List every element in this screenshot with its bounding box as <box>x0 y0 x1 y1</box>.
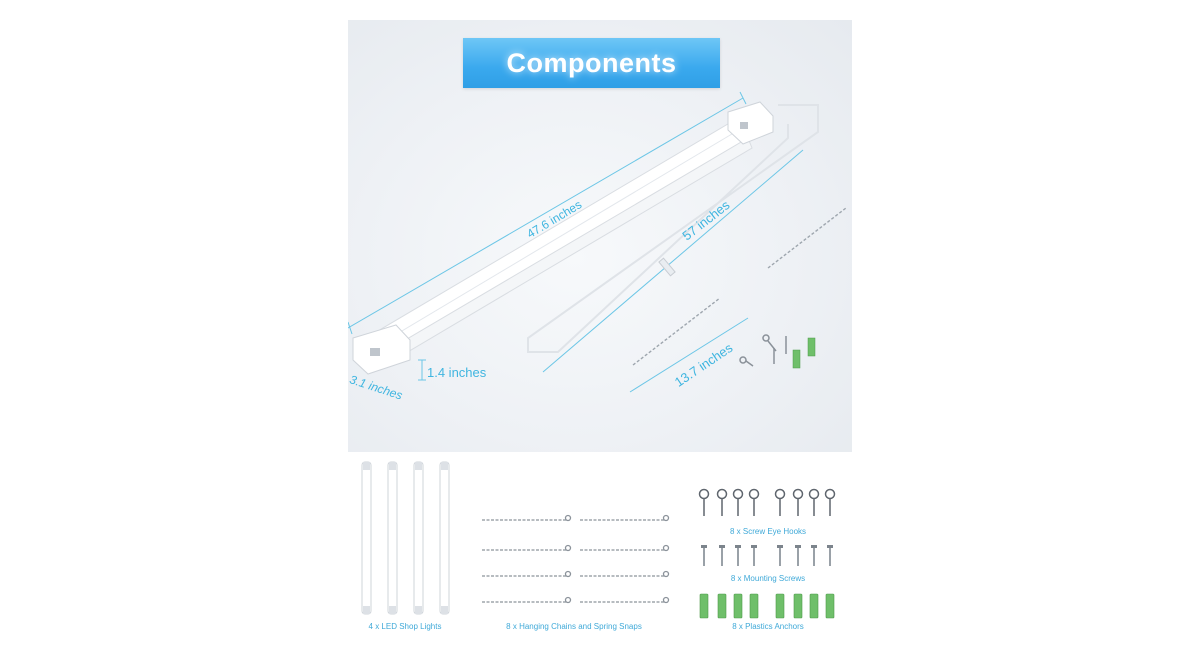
light-fixture-illustration <box>348 91 847 393</box>
caption-chains: 8 x Hanging Chains and Spring Snaps <box>506 622 642 631</box>
chain-dimension-line <box>629 317 749 393</box>
caption-plastic-anchors: 8 x Plastics Anchors <box>732 622 804 631</box>
caption-led-lights: 4 x LED Shop Lights <box>368 622 442 631</box>
components-list: 4 x LED Shop Lights 8 x Hanging Chains a… <box>348 452 852 652</box>
plastic-anchors-group <box>699 593 835 619</box>
chains-group <box>482 514 670 604</box>
components-banner: Components <box>463 38 720 88</box>
components-illustration <box>361 461 836 619</box>
led-lights-group <box>361 461 450 615</box>
height-dimension-line <box>418 359 426 381</box>
height-label: 1.4 inches <box>427 365 487 380</box>
product-hero: Components 47.6 inches 57 inches 13.7 in… <box>348 20 852 452</box>
cord-dimension-line <box>542 149 804 373</box>
connector-port <box>370 348 380 356</box>
length-dimension-line <box>348 91 747 335</box>
mounting-screws-group <box>701 545 833 566</box>
led-shop-light <box>352 101 774 375</box>
inline-switch <box>658 257 676 277</box>
hanging-chain-illustration <box>632 207 847 366</box>
caption-eye-hooks: 8 x Screw Eye Hooks <box>729 527 807 536</box>
caption-mounting-screws: 8 x Mounting Screws <box>730 574 806 583</box>
hardware-illustration <box>739 334 816 369</box>
eye-hooks-group <box>698 488 836 516</box>
power-cord <box>527 104 819 353</box>
banner-title: Components <box>506 47 677 78</box>
